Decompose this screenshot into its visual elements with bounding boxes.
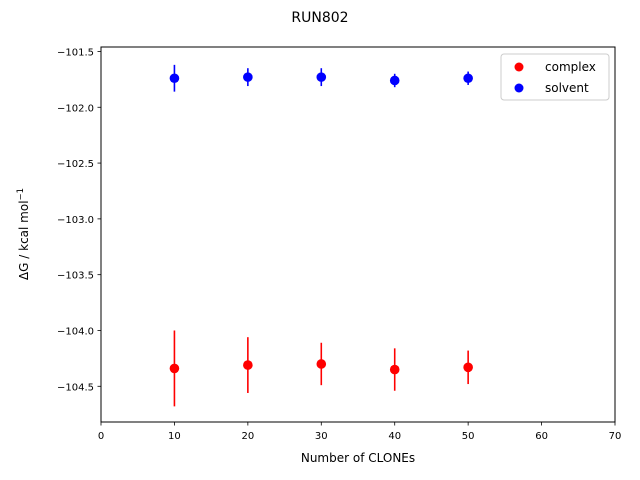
y-tick-label: −104.0 bbox=[57, 326, 94, 337]
y-axis-label: ΔG / kcal mol−1 bbox=[16, 188, 31, 280]
y-tick-label: −102.5 bbox=[57, 159, 94, 170]
series-solvent bbox=[169, 64, 473, 92]
legend-label-complex: complex bbox=[545, 60, 596, 74]
y-tick-label: −103.5 bbox=[57, 271, 94, 282]
data-point-solvent bbox=[169, 73, 180, 84]
y-axis-label-main: ΔG / kcal mol bbox=[17, 200, 31, 280]
y-axis-label-superscript: −1 bbox=[16, 188, 26, 201]
data-point-solvent bbox=[389, 75, 400, 86]
legend: complex solvent bbox=[500, 53, 610, 101]
x-axis-label: Number of CLONEs bbox=[301, 451, 415, 465]
plot-area bbox=[169, 64, 473, 407]
y-tick-label: −104.5 bbox=[57, 382, 94, 393]
legend-box bbox=[500, 53, 610, 101]
x-tick-label: 60 bbox=[535, 431, 548, 442]
data-point-solvent bbox=[243, 72, 253, 82]
y-tick-label: −101.5 bbox=[57, 47, 94, 58]
legend-label-solvent: solvent bbox=[545, 81, 589, 95]
x-tick-label: 30 bbox=[315, 431, 328, 442]
x-tick-label: 40 bbox=[388, 431, 401, 442]
data-point-complex bbox=[389, 364, 400, 375]
data-point-solvent bbox=[316, 72, 327, 82]
legend-marker-solvent bbox=[514, 83, 524, 93]
data-point-complex bbox=[243, 360, 253, 370]
data-point-solvent bbox=[463, 73, 473, 84]
y-axis: −101.5 −102.0 −102.5 −103.0 −103.5 −104.0 −104… bbox=[57, 47, 101, 393]
series-complex bbox=[169, 330, 473, 407]
chart-title: RUN802 bbox=[291, 10, 348, 26]
x-tick-label: 0 bbox=[98, 431, 104, 442]
x-axis: 0 10 20 30 40 50 60 70 bbox=[98, 422, 622, 442]
data-point-complex bbox=[169, 363, 180, 374]
x-tick-label: 70 bbox=[609, 431, 622, 442]
data-point-complex bbox=[316, 359, 327, 369]
data-point-complex bbox=[463, 362, 473, 373]
x-tick-label: 50 bbox=[462, 431, 475, 442]
y-tick-label: −102.0 bbox=[57, 103, 94, 114]
axes-frame bbox=[100, 46, 616, 423]
x-tick-label: 20 bbox=[241, 431, 254, 442]
x-tick-label: 10 bbox=[168, 431, 181, 442]
y-tick-label: −103.0 bbox=[57, 215, 94, 226]
legend-marker-complex bbox=[514, 62, 524, 72]
